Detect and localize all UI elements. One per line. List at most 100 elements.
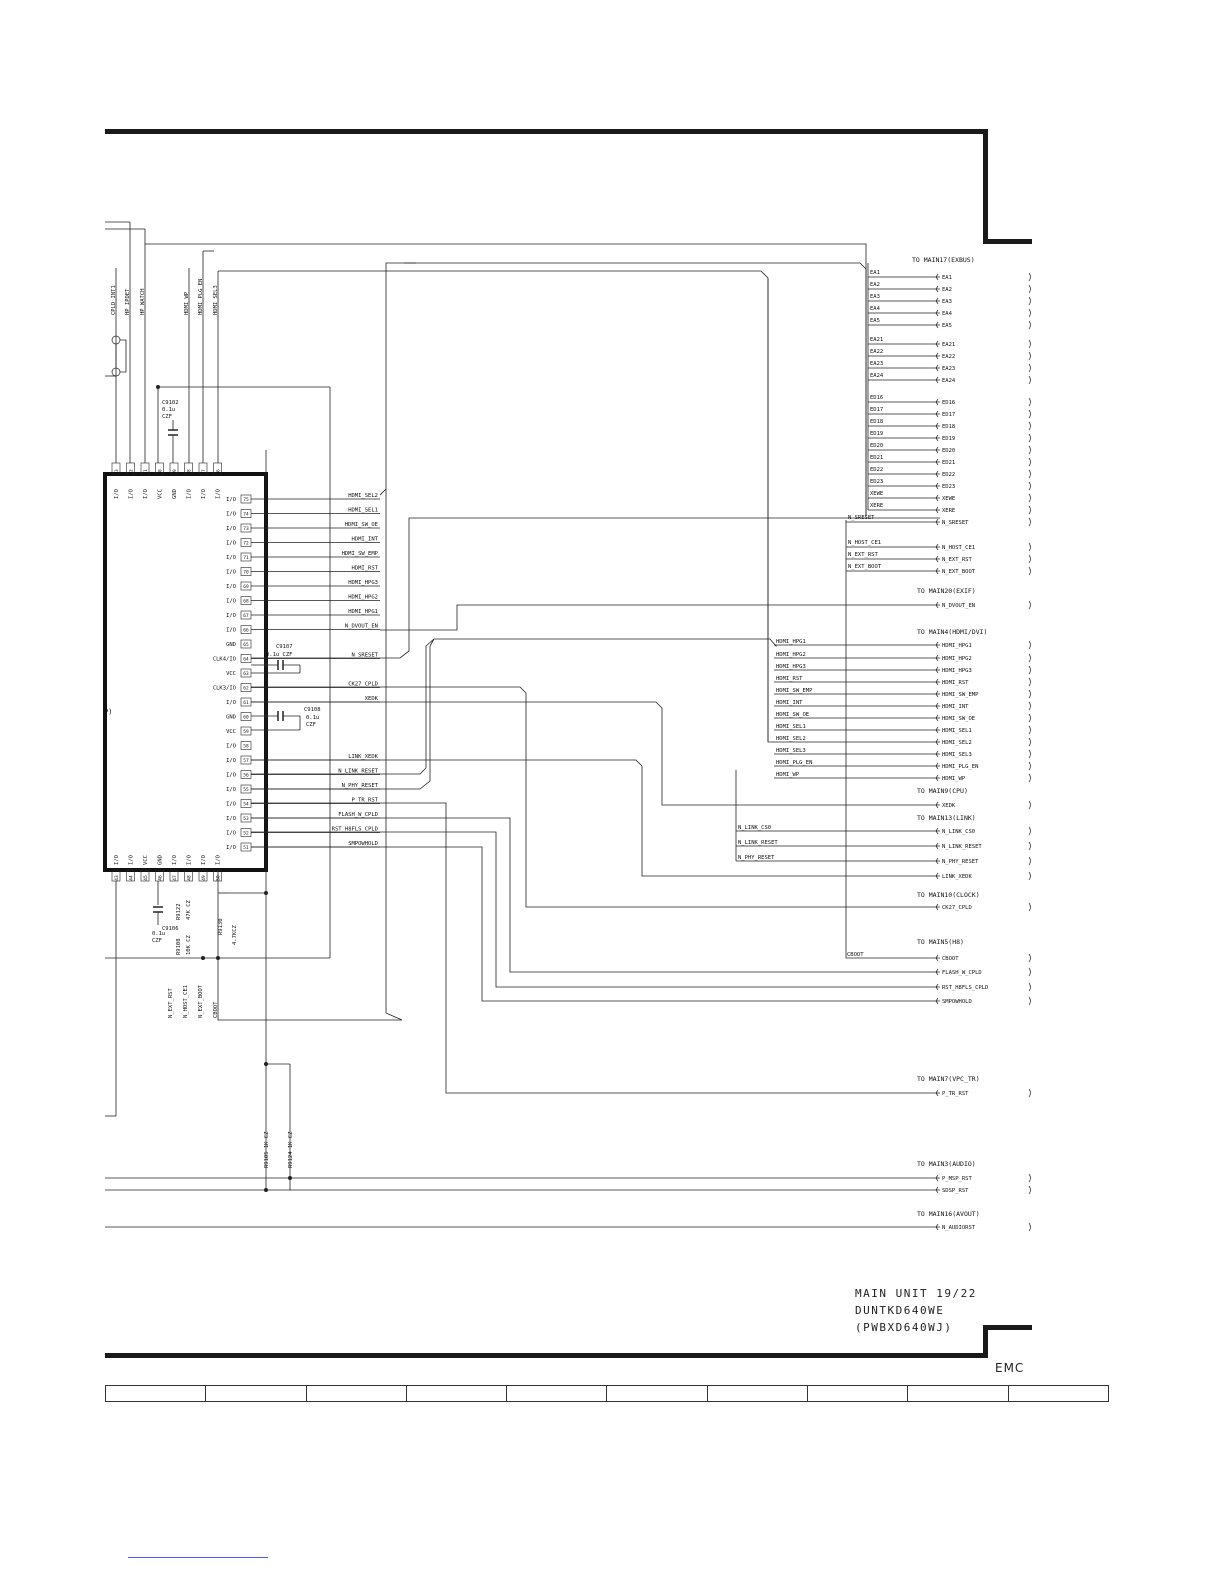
chip-pin-number: 52	[243, 831, 249, 837]
title-line-pwb: (PWBXD640WJ)	[855, 1321, 953, 1334]
chip-pin-number: 67	[243, 613, 249, 619]
pin-net-label: SMPOWHOLD	[348, 841, 378, 847]
chip-pin-number: 75	[243, 497, 249, 503]
bus-net-label: HDMI_INT	[776, 700, 803, 706]
connector-flag	[935, 364, 939, 372]
connector-signal-label: HDMI_SW_EMP	[942, 692, 979, 698]
chip-pin-number: 83	[114, 469, 120, 475]
resistor-label: R9105 1K CZ	[264, 1131, 270, 1168]
connector-paren	[1028, 542, 1031, 552]
chip-pin-number: 59	[243, 729, 249, 735]
chip-pin-number: 69	[243, 584, 249, 590]
bus-net-label: N_EXT_BOOT	[848, 564, 882, 570]
wire	[251, 817, 940, 973]
connector-paren	[1028, 800, 1031, 810]
chip-pin-name: I/O	[226, 744, 236, 750]
bus-net-label: EA2	[870, 282, 880, 288]
wire	[218, 270, 774, 743]
wire	[217, 489, 403, 1021]
junction-dot	[201, 956, 205, 960]
chip-pin-name: I/O	[226, 541, 236, 547]
connector-flag	[935, 422, 939, 430]
connector-paren	[1028, 308, 1031, 318]
chip-pin-name: I/O	[226, 802, 236, 808]
connector-signal-label: EA5	[942, 323, 952, 329]
chip-pin-number: 54	[243, 802, 249, 808]
chip-pin-number: 80	[158, 469, 164, 475]
resistor-label: 10K CZ	[186, 934, 192, 955]
connector-paren	[1028, 749, 1031, 759]
connector-signal-label: HDMI_SEL3	[942, 752, 972, 758]
connector-heading: TO MAIN20(EXIF)	[917, 587, 976, 595]
frame-right-bottom-stub	[983, 1325, 988, 1358]
chip-pin-name: I/O	[226, 773, 236, 779]
pin-net-label: HDMI_RST	[352, 566, 379, 572]
wire	[859, 262, 867, 516]
chip-pin-box	[198, 869, 208, 882]
connector-flag	[935, 1089, 939, 1097]
chip-pin-name: VCC	[143, 855, 149, 865]
connector-paren	[1028, 1088, 1031, 1098]
bus-net-label: HDMI_RST	[776, 676, 803, 682]
connector-flag	[935, 968, 939, 976]
resistor-label: 4.7KCZ	[232, 924, 238, 945]
pin-net-label: HDMI_HPG2	[348, 595, 378, 601]
connector-signal-label: N_AUDIORST	[942, 1225, 976, 1231]
connector-signal-label: N_LINK_CS0	[942, 829, 975, 835]
connector-flag	[935, 654, 939, 662]
chip-pin-name: I/O	[226, 512, 236, 518]
connector-signal-label: SDSP_RST	[942, 1188, 969, 1194]
connector-flag	[935, 983, 939, 991]
chip-pin-box	[240, 639, 252, 649]
connector-paren	[1028, 640, 1031, 650]
wire	[251, 802, 940, 1094]
connector-paren	[1028, 677, 1031, 687]
connector-flag	[935, 285, 939, 293]
chip-pin-name: I/O	[172, 855, 178, 865]
pin-net-label: N_PHY_RESET	[342, 783, 379, 789]
connector-flag	[935, 309, 939, 317]
junction-dot	[264, 663, 268, 667]
chip-pin-box	[213, 462, 222, 475]
connector-paren	[1028, 665, 1031, 675]
chip-pin-name: GND	[172, 489, 178, 499]
chip-pin-box	[240, 741, 252, 750]
connector-signal-label: EA22	[942, 354, 955, 360]
bus-net-label: ED16	[870, 395, 883, 401]
connector-flag	[935, 376, 939, 384]
connector-flag	[935, 458, 939, 466]
connector-paren	[1028, 409, 1031, 419]
chip-pin-box	[155, 869, 164, 882]
chip-pin-number: 62	[243, 686, 249, 692]
junction-dot	[156, 385, 160, 389]
capacitor-label: 0.1u	[306, 715, 319, 721]
vertical-net-label: CPLD_INT1	[111, 285, 117, 315]
page-link-underline[interactable]	[128, 1557, 268, 1558]
wire	[429, 638, 435, 647]
chip-pin-number: 73	[243, 526, 249, 532]
bus-net-label: HDMI_WP	[776, 772, 800, 778]
connector-signal-label: ED20	[942, 448, 955, 454]
chip-pin-name: CLK4/IO	[213, 657, 236, 663]
chip-pin-number: 63	[243, 671, 249, 677]
connector-paren	[1028, 272, 1031, 282]
chip-pin-number: 56	[243, 773, 249, 779]
chip-pin-name: I/O	[226, 816, 236, 822]
bus-net-label: ED23	[870, 479, 883, 485]
connector-heading: TO MAIN5(H8)	[917, 938, 964, 946]
connector-paren	[1028, 469, 1031, 479]
capacitor-label: 0.1u	[152, 931, 165, 937]
chip-pin-name: I/O	[226, 628, 236, 634]
connector-flag	[935, 954, 939, 962]
connector-signal-label: HDMI_HPG2	[942, 656, 972, 662]
connector-heading: TO MAIN17(EXBUS)	[912, 256, 975, 264]
cpld-chip-body	[103, 472, 268, 872]
connector-flag	[935, 842, 939, 850]
chip-left-fragment-label: P)	[104, 708, 112, 716]
connector-signal-label: HDMI_SEL2	[942, 740, 972, 746]
bus-net-label: HDMI_SEL3	[776, 748, 806, 754]
bus-net-label: EA5	[870, 318, 880, 324]
connector-signal-label: CBOOT	[942, 956, 959, 962]
connector-paren	[1028, 737, 1031, 747]
chip-pin-box	[169, 869, 179, 882]
